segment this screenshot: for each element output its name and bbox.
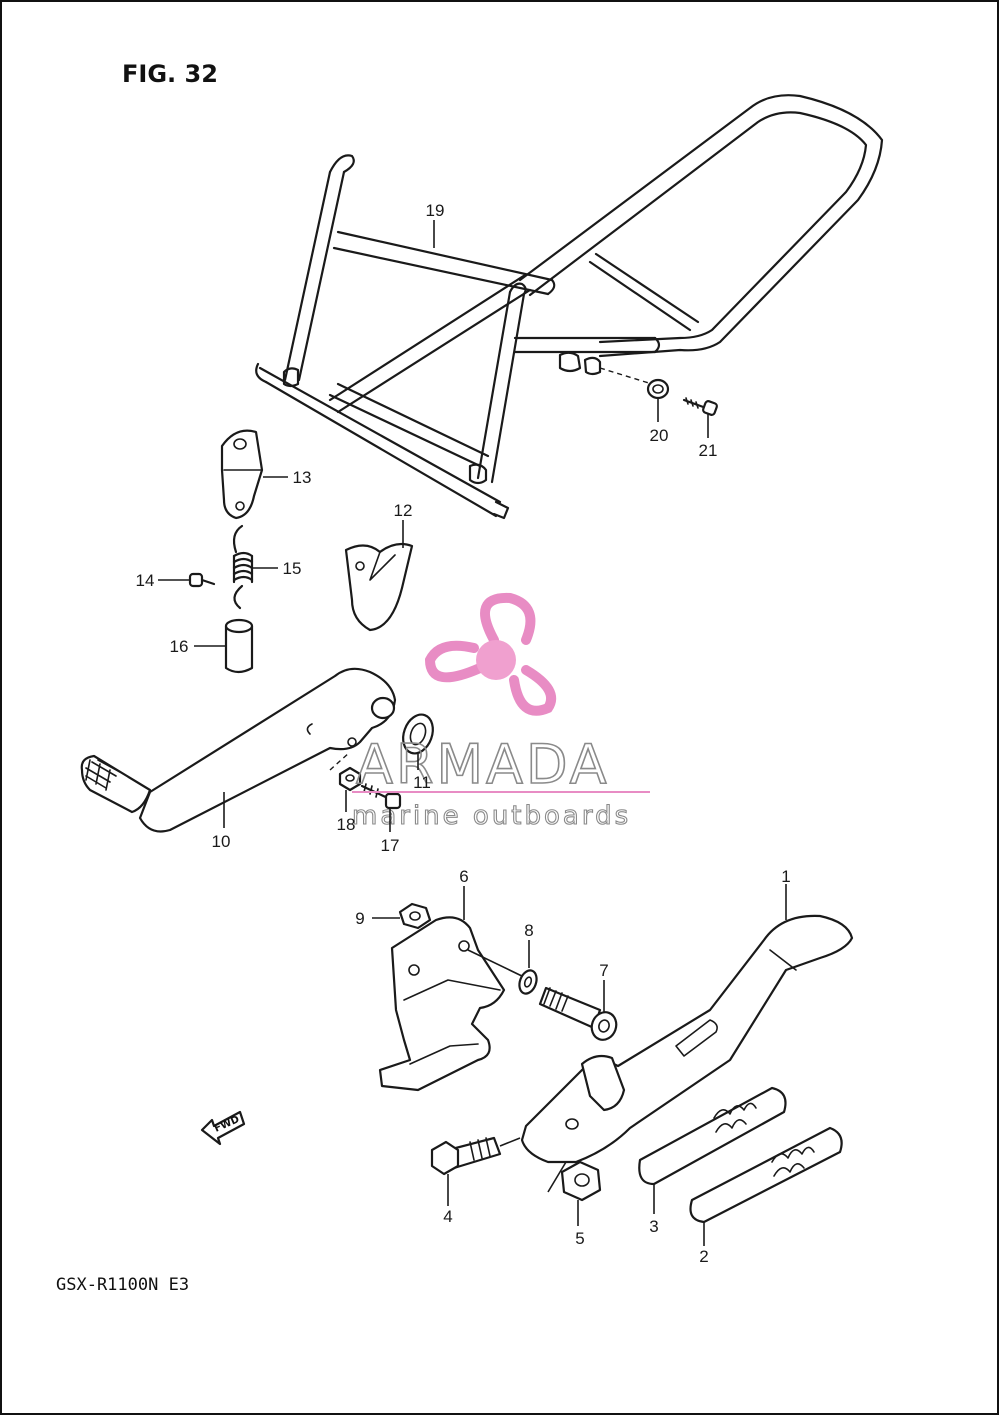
part-4-pivot-bolt	[430, 1136, 502, 1176]
part-10-pedal-lever	[80, 667, 397, 833]
part-21-bolt	[682, 397, 718, 416]
armada-watermark: ARMADA marine outboards	[351, 592, 650, 832]
callout-20: 20	[650, 426, 669, 445]
part-15-spring	[232, 524, 254, 610]
callout-1: 1	[781, 867, 790, 886]
callout-6: 6	[459, 867, 468, 886]
watermark-tagline: marine outboards	[352, 801, 631, 831]
callout-5: 5	[575, 1229, 584, 1248]
callout-15: 15	[283, 559, 302, 578]
callout-7: 7	[599, 961, 608, 980]
callout-16: 16	[170, 637, 189, 656]
part-14-bolt	[188, 572, 216, 588]
part-9-nut	[398, 902, 432, 930]
callout-19: 19	[426, 201, 445, 220]
fwd-arrow-icon: FWD	[200, 1110, 246, 1146]
propeller-logo-icon	[424, 592, 557, 716]
callout-21: 21	[699, 441, 718, 460]
callout-2: 2	[699, 1247, 708, 1266]
callout-3: 3	[649, 1217, 658, 1236]
part-18-nut	[338, 766, 362, 792]
callout-18: 18	[337, 815, 356, 834]
watermark-brand: ARMADA	[356, 733, 610, 796]
callout-13: 13	[293, 468, 312, 487]
part-7-bolt	[538, 986, 618, 1041]
part-5-nut	[560, 1160, 602, 1202]
callout-17: 17	[381, 836, 400, 855]
part-2-spring	[689, 1126, 843, 1224]
part-3-spring	[638, 1086, 787, 1186]
callout-14: 14	[136, 571, 155, 590]
part-6-stand-bracket	[378, 916, 506, 1092]
part-11-washer	[402, 713, 434, 755]
callout-10: 10	[212, 832, 231, 851]
model-code: GSX-R1100N E3	[56, 1275, 189, 1295]
callout-4: 4	[443, 1207, 452, 1226]
figure-title: FIG. 32	[122, 60, 218, 88]
part-12-hook-plate	[344, 542, 414, 632]
part-13-spring-bracket	[220, 429, 264, 520]
part-8-washer	[518, 969, 538, 995]
callout-9: 9	[355, 909, 364, 928]
callout-11: 11	[413, 773, 431, 792]
part-20-bushing	[646, 378, 670, 400]
part-1-side-stand	[520, 914, 854, 1164]
part-16-sleeve	[224, 618, 254, 674]
center-stand-frame	[255, 94, 884, 520]
callout-12: 12	[394, 501, 413, 520]
callout-8: 8	[524, 921, 533, 940]
